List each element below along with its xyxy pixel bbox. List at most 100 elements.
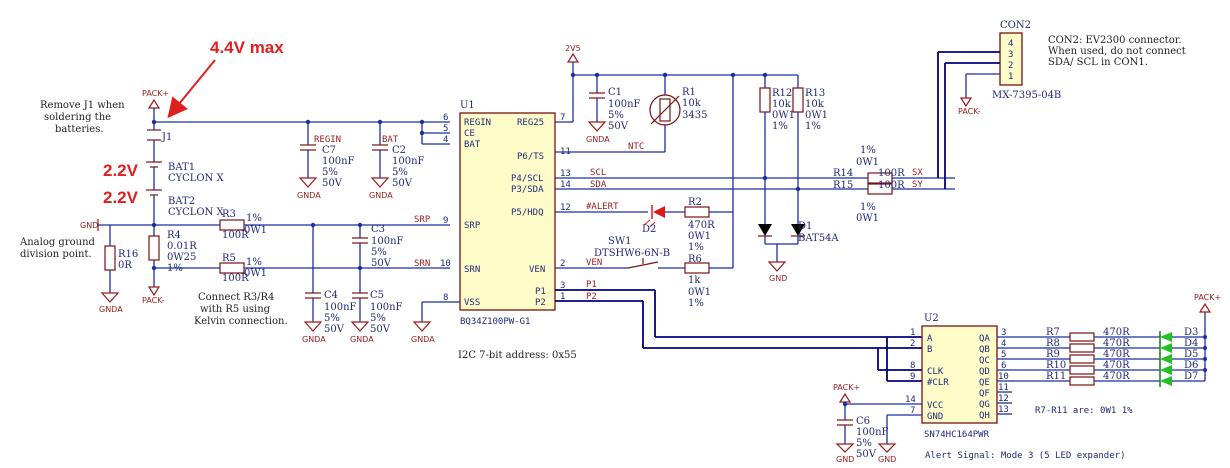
svg-text:P3/SDA: P3/SDA xyxy=(511,185,544,195)
gnd-symbol-c6: GND xyxy=(835,443,855,464)
svg-text:470R: 470R xyxy=(1103,338,1130,349)
svg-text:2: 2 xyxy=(560,259,565,269)
svg-text:R2: R2 xyxy=(688,197,702,208)
svg-text:U1: U1 xyxy=(460,100,475,111)
svg-text:5%: 5% xyxy=(324,313,340,324)
svg-text:BAT1: BAT1 xyxy=(168,162,195,173)
svg-text:0W1: 0W1 xyxy=(856,213,879,224)
srn-net-label: SRN xyxy=(414,259,430,269)
svg-text:50V: 50V xyxy=(322,178,343,189)
svg-text:2: 2 xyxy=(1008,61,1013,71)
bat2-cell: BAT2 CYCLON X xyxy=(146,189,224,218)
r7-r11-note: R7-R11 are: 0W1 1% xyxy=(1035,406,1133,416)
kelvin-note: Connect R3/R4 with R5 using Kelvin conne… xyxy=(194,292,288,327)
d3-led: D3 xyxy=(1159,327,1198,343)
svg-text:QG: QG xyxy=(979,400,990,410)
svg-text:P4/SCL: P4/SCL xyxy=(511,174,544,184)
svg-text:50V: 50V xyxy=(856,449,877,460)
j1-jumper: J1 xyxy=(147,129,172,143)
svg-text:C5: C5 xyxy=(370,290,384,301)
svg-text:100nF: 100nF xyxy=(371,236,404,247)
svg-text:When used, do not connect: When used, do not connect xyxy=(1048,46,1186,57)
svg-text:4.4V max: 4.4V max xyxy=(210,38,284,57)
svg-text:GNDA: GNDA xyxy=(99,305,123,314)
svg-text:100R: 100R xyxy=(222,230,249,241)
c5-capacitor: C5 100nF 5% 50V xyxy=(352,290,403,335)
svg-text:Connect R3/R4: Connect R3/R4 xyxy=(198,292,274,303)
svg-text:2: 2 xyxy=(910,339,915,349)
svg-text:GNDA: GNDA xyxy=(369,191,393,200)
svg-text:5%: 5% xyxy=(608,110,624,121)
svg-text:R3: R3 xyxy=(222,209,236,220)
svg-text:7: 7 xyxy=(910,406,915,416)
svg-text:1: 1 xyxy=(560,292,565,302)
r16-resistor: R16 0R xyxy=(104,245,138,271)
svg-text:SN74HC164PWR: SN74HC164PWR xyxy=(924,430,990,440)
ven-net-label: VEN xyxy=(586,258,602,268)
svg-text:7: 7 xyxy=(560,113,565,123)
svg-text:R1: R1 xyxy=(682,87,696,98)
svg-text:GNDA: GNDA xyxy=(302,335,326,344)
max-voltage-annotation: 4.4V max xyxy=(167,38,284,119)
svg-text:R10: R10 xyxy=(1046,360,1066,371)
svg-text:CLK: CLK xyxy=(927,367,944,377)
p2-net-label: P2 xyxy=(586,292,597,302)
svg-text:QD: QD xyxy=(979,367,990,377)
svg-text:soldering the: soldering the xyxy=(44,112,111,123)
r14-resistor: R14 100R 1% 0W1 xyxy=(833,145,905,184)
svg-text:2V5: 2V5 xyxy=(565,44,581,53)
svg-text:VCC: VCC xyxy=(927,401,943,411)
r11-resistor: R11 470R xyxy=(1046,371,1130,386)
svg-text:GNDA: GNDA xyxy=(350,335,374,344)
svg-text:10k: 10k xyxy=(772,99,792,110)
svg-text:9: 9 xyxy=(443,216,448,226)
svg-text:5: 5 xyxy=(1001,350,1006,360)
svg-text:13: 13 xyxy=(998,405,1009,415)
gnd-symbol-d1: GND xyxy=(767,261,787,283)
cell2-voltage: 2.2V xyxy=(103,188,139,207)
svg-text:QC: QC xyxy=(979,356,990,366)
svg-text:1%: 1% xyxy=(246,257,262,268)
svg-text:GNDA: GNDA xyxy=(411,335,435,344)
sda-net-label: SDA xyxy=(590,180,607,190)
gnda-symbol-c1: GNDA xyxy=(586,121,610,144)
svg-text:1: 1 xyxy=(1008,72,1013,82)
svg-text:50V: 50V xyxy=(608,121,629,132)
svg-text:8: 8 xyxy=(443,293,448,303)
svg-text:0W1: 0W1 xyxy=(772,110,795,121)
svg-text:D2: D2 xyxy=(642,224,656,235)
d2-led: D2 xyxy=(642,205,665,235)
r2-resistor: R2 470R 0W1 1% xyxy=(684,197,715,253)
svg-text:D4: D4 xyxy=(1184,338,1198,349)
svg-text:D6: D6 xyxy=(1184,360,1198,371)
svg-text:9: 9 xyxy=(910,372,915,382)
svg-text:3: 3 xyxy=(560,281,565,291)
sw1-switch: SW1 DTSHW6-6N-B xyxy=(594,236,670,269)
svg-text:0.01R: 0.01R xyxy=(167,241,197,252)
svg-text:GND: GND xyxy=(927,412,943,422)
analog-ground-note: Analog ground division point. xyxy=(19,237,96,260)
svg-text:Kelvin connection.: Kelvin connection. xyxy=(194,316,288,327)
svg-text:100nF: 100nF xyxy=(370,302,403,313)
gnda-symbol-c4: GNDA xyxy=(302,321,326,344)
svg-text:SDA/ SCL in CON1.: SDA/ SCL in CON1. xyxy=(1048,57,1148,68)
svg-text:0W1: 0W1 xyxy=(244,225,267,236)
i2c-address-note: I2C 7-bit address: 0x55 xyxy=(458,350,577,361)
svg-text:P2: P2 xyxy=(535,298,546,308)
svg-text:10k: 10k xyxy=(682,98,702,109)
svg-text:5%: 5% xyxy=(392,167,408,178)
r15-resistor: R15 100R 1% 0W1 xyxy=(833,180,905,224)
svg-text:0W1: 0W1 xyxy=(688,231,711,242)
pack-plus-leds: PACK+ xyxy=(1194,293,1221,313)
svg-text:50V: 50V xyxy=(392,178,413,189)
svg-text:1: 1 xyxy=(910,328,915,338)
sx-net-label: SX xyxy=(912,168,923,178)
svg-text:C4: C4 xyxy=(324,290,338,301)
svg-text:6: 6 xyxy=(1001,361,1006,371)
svg-text:R9: R9 xyxy=(1046,349,1060,360)
svg-text:12: 12 xyxy=(560,203,571,213)
svg-text:CE: CE xyxy=(464,129,475,139)
svg-text:470R: 470R xyxy=(688,220,715,231)
svg-text:100nF: 100nF xyxy=(608,99,641,110)
svg-text:BAT2: BAT2 xyxy=(168,196,195,207)
